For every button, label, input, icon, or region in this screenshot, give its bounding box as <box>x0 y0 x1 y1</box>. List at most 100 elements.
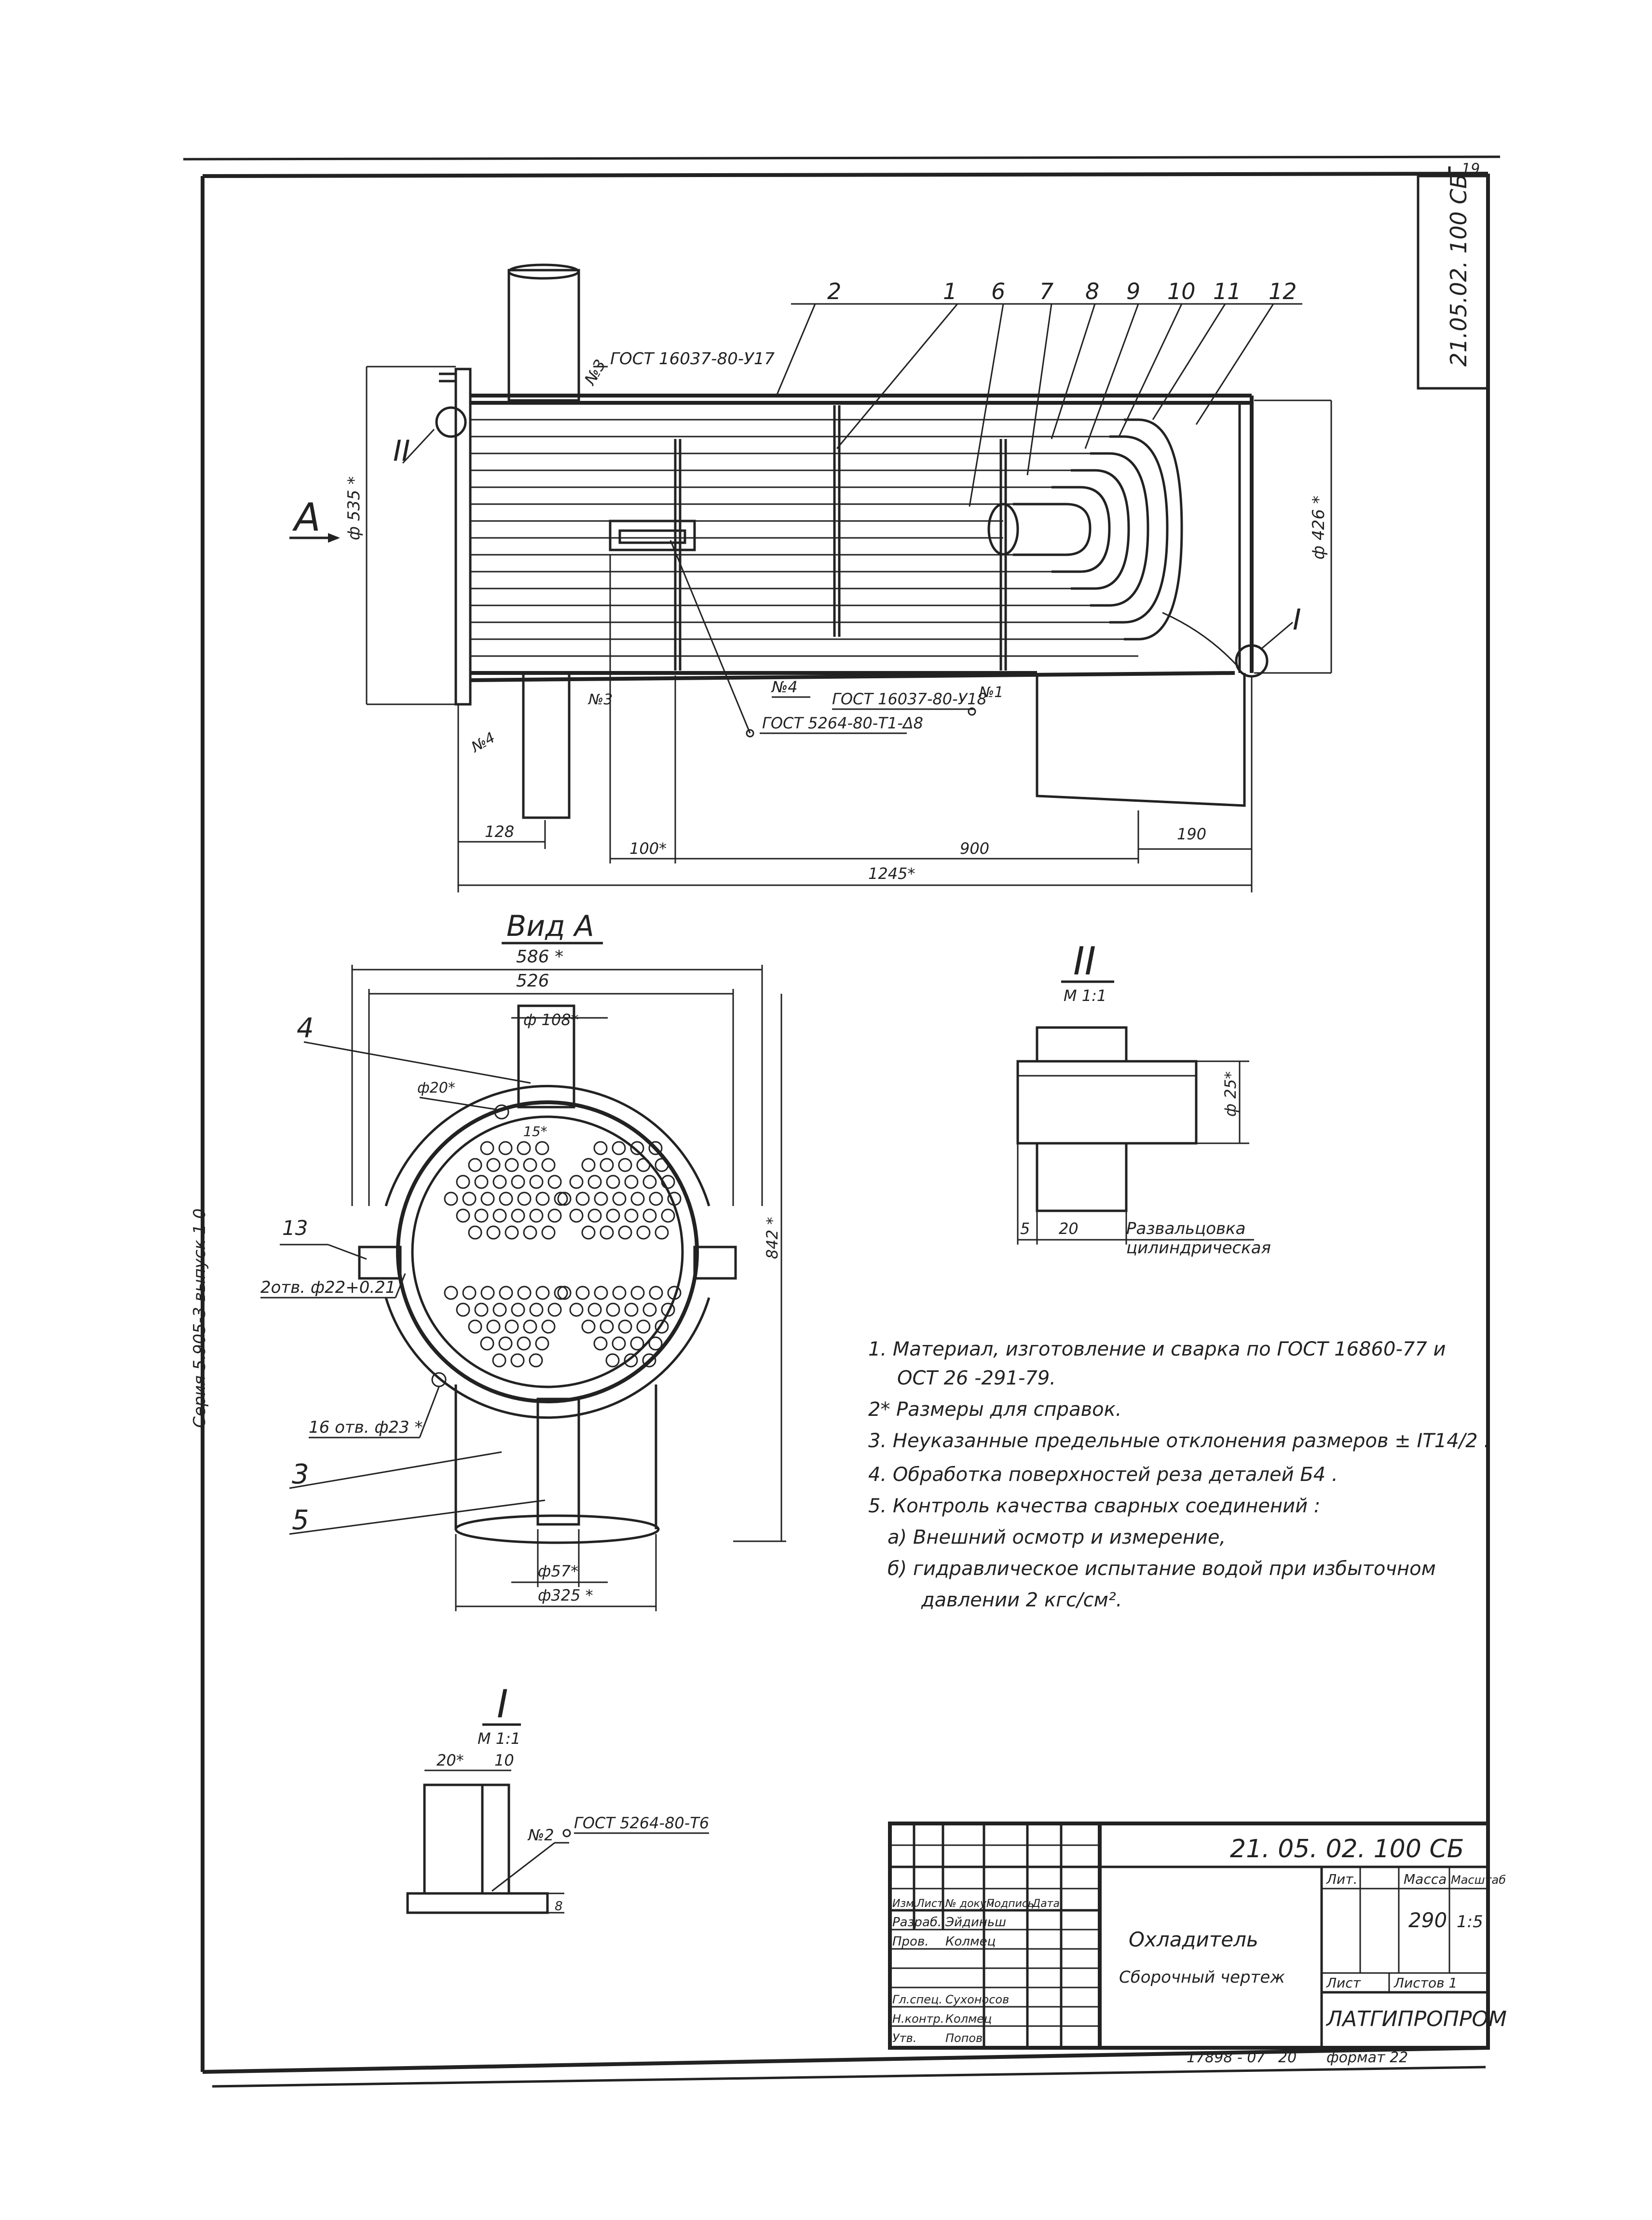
tube-hole <box>642 1353 656 1368</box>
tube-hole <box>511 1175 525 1189</box>
tube-hole <box>587 1302 602 1317</box>
tb-person-3: Колмец <box>945 2012 992 2026</box>
dim-100: 100* <box>629 839 667 858</box>
callout-2: 2 <box>827 278 841 304</box>
holes-22: 2отв. ф22+0.21 <box>260 1278 396 1297</box>
tb-role-3: Н.контр. <box>892 2012 944 2026</box>
tube-hole <box>523 1225 537 1240</box>
detail-i-weld: №2 <box>527 1826 554 1844</box>
tube-hole <box>557 1192 572 1206</box>
tube-hole <box>649 1286 663 1300</box>
tb-person-2: Сухоносов <box>945 1993 1009 2006</box>
tube-hole <box>480 1286 495 1300</box>
tb-head-sign: Подпись <box>986 1898 1034 1910</box>
tube-hole <box>642 1302 657 1317</box>
main-view <box>435 263 1269 819</box>
tube-hole <box>661 1175 675 1189</box>
tube-hole <box>618 1225 632 1240</box>
tube-hole <box>456 1302 470 1317</box>
tube-hole <box>636 1158 651 1172</box>
tube-hole <box>492 1302 507 1317</box>
tb-format: формат 22 <box>1326 2049 1408 2066</box>
tube-hole <box>535 1192 550 1206</box>
tube-hole <box>569 1208 584 1223</box>
tube-hole <box>486 1319 501 1334</box>
detail-i-dim-20: 20* <box>437 1751 464 1769</box>
tube-hole <box>492 1175 507 1189</box>
tube-hole <box>655 1319 669 1334</box>
tb-role-4: Утв. <box>892 2031 916 2045</box>
tube-hole <box>541 1319 556 1334</box>
title-block: 21. 05. 02. 100 СБ Охладитель Сборочный … <box>888 1822 1507 2066</box>
tube-hole <box>517 1141 531 1155</box>
tb-mass-head: Масса <box>1404 1871 1447 1887</box>
tube-hole <box>462 1286 477 1300</box>
dim-325: ф325 * <box>538 1586 593 1604</box>
detail-i-scale: М 1:1 <box>478 1729 520 1748</box>
tb-person-0: Эйдиньш <box>945 1915 1006 1930</box>
tube-hole <box>606 1175 620 1189</box>
view-a: Вид А 586 * 526 ф 108* ф57* ф3 <box>260 909 786 1611</box>
dim-586: 586 * <box>516 947 563 967</box>
tube-hole <box>630 1141 644 1155</box>
tube-hole <box>655 1158 669 1172</box>
tube-hole <box>593 1336 608 1351</box>
note-2: 2* Размеры для справок. <box>868 1398 1122 1421</box>
tb-person-1: Колмец <box>945 1934 996 1949</box>
tb-role-2: Гл.спец. <box>892 1993 942 2006</box>
callout-7: 7 <box>1039 278 1053 304</box>
view-a-marker: А <box>292 495 321 540</box>
sheet-number: 19 <box>1461 161 1480 178</box>
tube-hole <box>587 1208 602 1223</box>
tube-sheet <box>396 1100 699 1403</box>
tube-hole <box>486 1225 501 1240</box>
tube-hole <box>462 1192 477 1206</box>
detail-ii-scale: М 1:1 <box>1064 987 1106 1005</box>
callout-8: 8 <box>1085 278 1099 304</box>
tube-hole <box>529 1353 543 1368</box>
tube-hole <box>468 1158 482 1172</box>
nozzle-3-top: №3 <box>580 356 610 389</box>
detail-i-dim-10: 10 <box>494 1751 514 1769</box>
tube-hole <box>575 1192 590 1206</box>
tube-hole <box>486 1158 501 1172</box>
dim-15: 15* <box>523 1124 547 1139</box>
detail-ii-dia-25: ф 25* <box>1221 1071 1240 1117</box>
dim-dia-535: ф 535 * <box>344 476 364 540</box>
tube-hole <box>547 1175 562 1189</box>
callout-13: 13 <box>282 1216 308 1240</box>
tube-hole <box>648 1336 663 1351</box>
tube-hole <box>581 1158 596 1172</box>
tube-hole <box>499 1286 513 1300</box>
detail-ii-note-1: Развальцовка <box>1126 1219 1245 1238</box>
tube-hole <box>499 1192 513 1206</box>
gost-5264-t1: ГОСТ 5264-80-Т1-Δ8 <box>762 714 923 732</box>
tube-hole <box>480 1192 495 1206</box>
tube-hole <box>444 1192 458 1206</box>
callout-10: 10 <box>1167 278 1196 304</box>
tube-hole <box>468 1319 482 1334</box>
tb-head-izm: Изм. <box>892 1898 917 1910</box>
dim-128: 128 <box>485 822 514 841</box>
tube-hole <box>661 1208 675 1223</box>
note-5b: б) гидравлическое испытание водой при из… <box>887 1558 1436 1580</box>
tube-hole <box>587 1175 602 1189</box>
tube-hole <box>606 1208 620 1223</box>
tube-hole <box>492 1208 507 1223</box>
tube-hole <box>575 1286 590 1300</box>
tube-holes <box>444 1141 682 1368</box>
nozzle-3-bottom: №3 <box>587 691 613 708</box>
tube-hole <box>529 1302 544 1317</box>
tb-mass: 290 <box>1408 1908 1447 1932</box>
tb-lit: Лит. <box>1326 1871 1357 1887</box>
tube-hole <box>636 1319 651 1334</box>
tube-hole <box>510 1353 525 1368</box>
tube-hole <box>630 1192 645 1206</box>
note-4: 4. Обработка поверхностей реза деталей Б… <box>868 1464 1338 1486</box>
callout-1: 1 <box>943 278 957 304</box>
tb-bottom-num: 17898 - 07 <box>1187 2049 1266 2066</box>
tube-hole <box>612 1286 627 1300</box>
tube-hole <box>444 1286 458 1300</box>
tube-hole <box>600 1158 614 1172</box>
